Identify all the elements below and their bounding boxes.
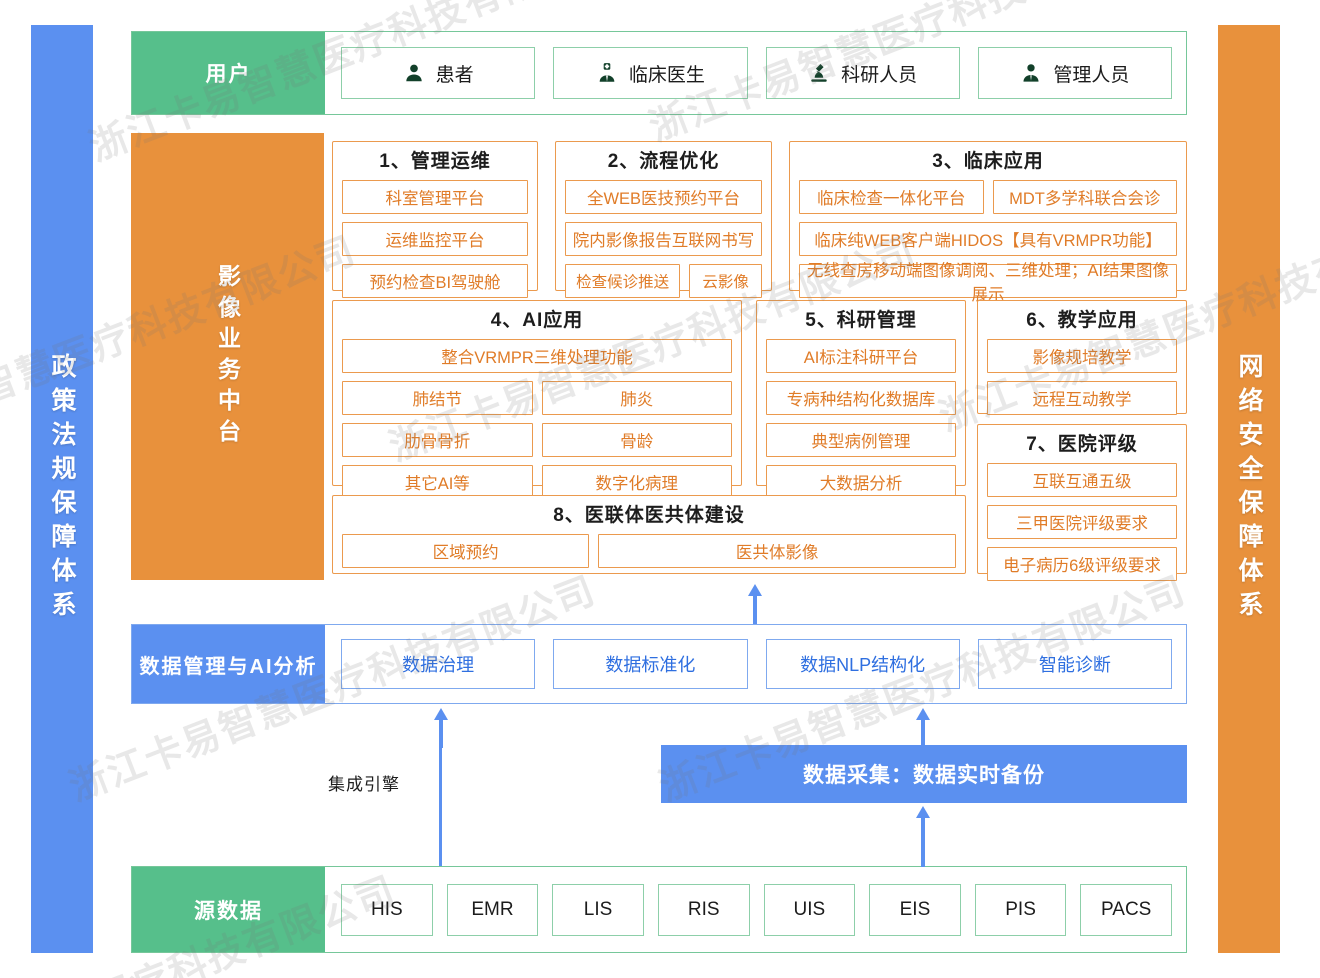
group-item[interactable]: 运维监控平台 [342,222,528,256]
source-data-row-label: 源数据 [132,867,325,952]
group-item[interactable]: 检查候诊推送 [565,264,681,298]
group-item[interactable]: 肺炎 [541,381,732,415]
group-item[interactable]: 骨龄 [541,423,732,457]
data-capture-bar: 数据采集：数据实时备份 [661,745,1187,803]
group-item[interactable]: 数字化病理 [541,465,732,499]
data-management-row: 数据管理与AI分析 数据治理 数据标准化 数据NLP结构化 智能诊断 [131,624,1187,704]
source-chip-ris[interactable]: RIS [657,883,750,936]
group-title: 3、临床应用 [932,151,1044,172]
group-medical-consortium: 8、医联体医共体建设 区域预约 医共体影像 [332,495,966,574]
group-hospital-rating: 7、医院评级 互联互通五级 三甲医院评级要求 电子病历6级评级要求 [977,424,1187,581]
source-chip-eis[interactable]: EIS [869,883,961,936]
arrow-data-to-platform [748,584,762,624]
engine-connector-line [439,748,442,866]
group-item[interactable]: 三甲医院评级要求 [987,505,1177,539]
policy-regulation-pillar: 政策法规保障体系 [31,25,93,953]
user-icon [403,62,425,84]
group-research-management: 5、科研管理 AI标注科研平台 专病种结构化数据库 典型病例管理 大数据分析 [756,300,966,499]
group-title: 4、AI应用 [490,310,584,331]
data-chip-intelligent-diagnosis[interactable]: 智能诊断 [977,639,1172,689]
group-item[interactable]: 区域预约 [342,534,590,568]
group-item[interactable]: 预约检查BI驾驶舱 [342,264,528,298]
group-item[interactable]: 其它AI等 [342,465,533,499]
data-management-row-label: 数据管理与AI分析 [132,625,325,703]
group-item[interactable]: MDT多学科联合会诊 [992,180,1177,214]
user-chip-label: 科研人员 [841,64,918,86]
network-security-pillar-label: 网络安全保障体系 [1235,353,1263,625]
group-item[interactable]: 全WEB医技预约平台 [565,180,762,214]
data-chip-governance[interactable]: 数据治理 [341,639,536,689]
group-item[interactable]: 临床纯WEB客户端HIDOS【具有VRMPR功能】 [799,222,1177,256]
imaging-platform-groups: 1、管理运维 科室管理平台 运维监控平台 预约检查BI驾驶舱 2、流程优化 全W… [332,133,1187,581]
imaging-platform-row-label: 影像业务中台 [131,133,324,580]
group-management-ops: 1、管理运维 科室管理平台 运维监控平台 预约检查BI驾驶舱 [332,141,538,298]
group-item[interactable]: 电子病历6级评级要求 [987,547,1177,581]
group-item[interactable]: AI标注科研平台 [766,339,956,373]
group-item[interactable]: 影像规培教学 [987,339,1177,373]
user-chip-label: 患者 [435,64,474,86]
user-chip-administrator[interactable]: 管理人员 [977,47,1172,99]
group-item[interactable]: 科室管理平台 [342,180,528,214]
group-item[interactable]: 无线查房移动端图像调阅、三维处理；AI结果图像展示 [799,262,1177,304]
group-item[interactable]: 医共体影像 [598,534,956,568]
imaging-platform-row: 影像业务中台 1、管理运维 科室管理平台 运维监控平台 预约检查BI驾驶舱 2、… [131,133,1187,581]
group-item[interactable]: 典型病例管理 [766,423,956,457]
arrow-source-to-capture [916,806,930,868]
user-chip-clinician[interactable]: 临床医生 [553,47,748,99]
group-item[interactable]: 远程互动教学 [987,381,1177,415]
group-title: 2、流程优化 [607,151,720,172]
group-item[interactable]: 整合VRMPR三维处理功能 [342,339,732,373]
source-chip-pis[interactable]: PIS [974,883,1067,936]
group-process-optimization: 2、流程优化 全WEB医技预约平台 院内影像报告互联网书写 检查候诊推送 云影像 [555,141,772,298]
policy-regulation-pillar-label: 政策法规保障体系 [48,353,76,625]
integration-engine-label: 集成引擎 [328,775,400,794]
user-row: 用户 患者 临床医生 科研人员 [131,31,1187,115]
doctor-icon [596,62,618,84]
group-title: 5、科研管理 [805,310,917,331]
group-clinical-application: 3、临床应用 临床检查一体化平台 MDT多学科联合会诊 临床纯WEB客户端HID… [789,141,1187,304]
group-teaching-application: 6、教学应用 影像规培教学 远程互动教学 [977,300,1187,415]
group-item[interactable]: 专病种结构化数据库 [766,381,956,415]
user-chip-list: 患者 临床医生 科研人员 管理人员 [325,32,1188,114]
data-chip-nlp[interactable]: 数据NLP结构化 [765,639,960,689]
group-item[interactable]: 互联互通五级 [987,463,1177,497]
source-data-chip-list: HIS EMR LIS RIS UIS EIS PIS PACS [325,867,1188,952]
group-title: 6、教学应用 [1026,310,1138,331]
source-chip-emr[interactable]: EMR [446,883,539,936]
group-title: 8、医联体医共体建设 [553,505,745,526]
group-item[interactable]: 临床检查一体化平台 [799,180,984,214]
group-ai-application: 4、AI应用 整合VRMPR三维处理功能 肺结节 肺炎 肋骨骨折 骨龄 其它AI… [332,300,742,499]
group-item[interactable]: 大数据分析 [766,465,956,499]
user-chip-label: 临床医生 [628,64,705,86]
imaging-platform-label-text: 影像业务中台 [214,263,241,450]
arrow-engine-to-data [434,708,448,748]
user-chip-label: 管理人员 [1053,64,1130,86]
group-item[interactable]: 院内影像报告互联网书写 [565,222,762,256]
group-item[interactable]: 肺结节 [342,381,533,415]
manager-icon [1020,62,1042,84]
source-chip-lis[interactable]: LIS [552,883,644,936]
source-chip-pacs[interactable]: PACS [1080,883,1172,936]
group-item[interactable]: 肋骨骨折 [342,423,533,457]
group-title: 7、医院评级 [1026,434,1138,455]
user-chip-patient[interactable]: 患者 [341,47,536,99]
user-chip-researcher[interactable]: 科研人员 [765,47,960,99]
group-item[interactable]: 云影像 [689,264,762,298]
user-row-label: 用户 [132,32,325,114]
source-chip-his[interactable]: HIS [341,883,433,936]
data-chip-standardization[interactable]: 数据标准化 [553,639,748,689]
source-chip-uis[interactable]: UIS [763,883,856,936]
data-management-chip-list: 数据治理 数据标准化 数据NLP结构化 智能诊断 [325,625,1188,703]
network-security-pillar: 网络安全保障体系 [1218,25,1280,953]
group-title: 1、管理运维 [379,151,491,172]
arrow-capture-to-data [916,708,930,748]
source-data-row: 源数据 HIS EMR LIS RIS UIS EIS PIS PACS [131,866,1187,953]
microscope-icon [808,62,830,84]
